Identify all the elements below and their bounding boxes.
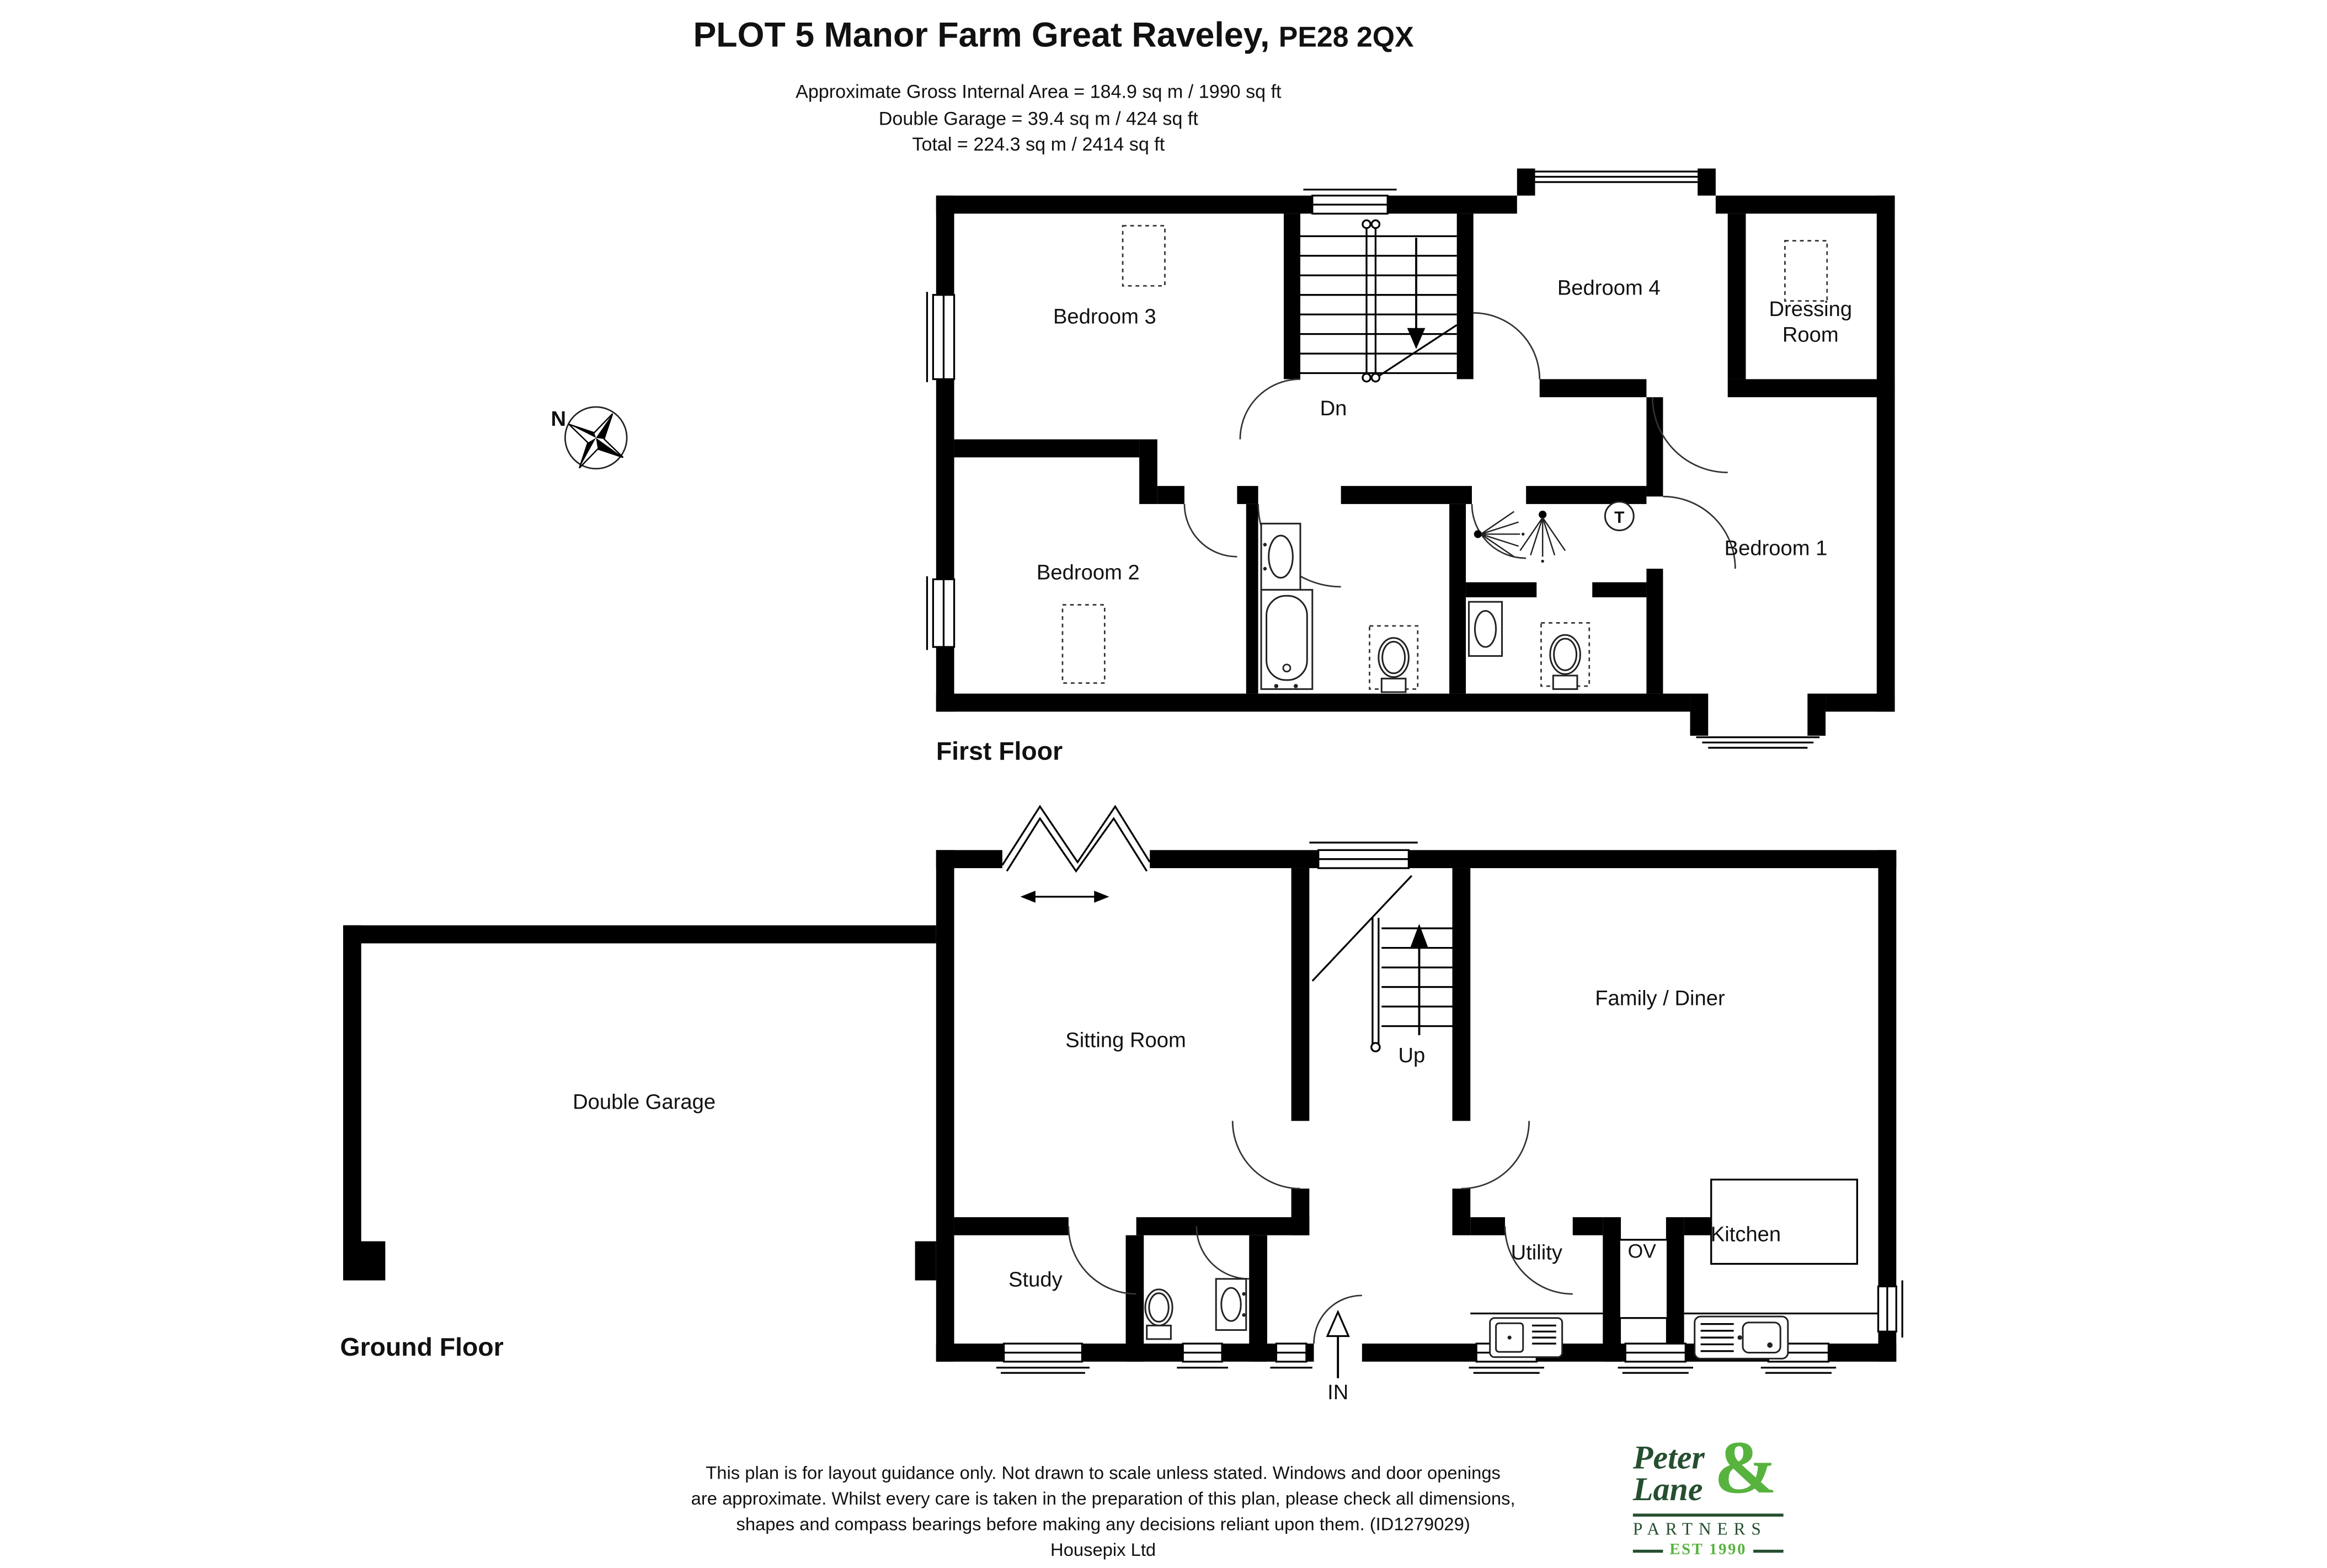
room-label-oven: OV: [1628, 1240, 1657, 1262]
ground-floor-section-label: Ground Floor: [340, 1333, 504, 1362]
logo-partners: PARTNERS: [1632, 1513, 1784, 1539]
kitchen-sink-icon: [1694, 1315, 1789, 1360]
window: [1877, 1280, 1903, 1338]
door-arc: [1504, 1226, 1573, 1295]
area-summary: Approximate Gross Internal Area = 184.9 …: [587, 80, 1490, 159]
stairs-down-label: Dn: [1320, 397, 1347, 420]
room-label-kitchen: Kitchen: [1711, 1223, 1781, 1246]
logo-rule-right: [1753, 1549, 1784, 1552]
counter-outline: [1710, 1179, 1858, 1265]
first-floor-windows: [926, 170, 1820, 749]
disclaimer-line-3: shapes and compass bearings before makin…: [736, 1513, 1470, 1535]
window: [1618, 1342, 1693, 1374]
first-floor-section-label: First Floor: [936, 737, 1063, 766]
room-label-dressing-2: Room: [1782, 323, 1839, 346]
logo-established: EST 1990: [1632, 1542, 1784, 1559]
logo-est-text: EST 1990: [1669, 1542, 1747, 1559]
room-label-bedroom-3: Bedroom 3: [1053, 305, 1156, 329]
area-line-garage: Double Garage = 39.4 sq m / 424 sq ft: [878, 108, 1198, 129]
stairs-down-arrow-icon: [1407, 328, 1426, 349]
room-label-study: Study: [1008, 1267, 1063, 1291]
door-arc: [1461, 1121, 1530, 1190]
first-floor-room-labels: Bedroom 3 Bedroom 4 Dressing Room Bedroo…: [1037, 276, 1852, 585]
door-arc: [1651, 397, 1728, 473]
compass-star-icon: [568, 413, 624, 469]
utility-sink-icon: [1489, 1317, 1563, 1358]
door-arc: [1195, 1226, 1250, 1280]
oven-recess: [1618, 1239, 1669, 1319]
room-label-dressing-1: Dressing: [1769, 297, 1852, 321]
north-label: N: [551, 407, 566, 431]
room-label-utility: Utility: [1511, 1240, 1563, 1264]
door-arc: [1068, 1226, 1136, 1295]
logo-ampersand-icon: &: [1714, 1425, 1777, 1510]
room-label-sitting: Sitting Room: [1065, 1029, 1186, 1052]
door-arc: [1231, 1121, 1300, 1190]
room-label-family: Family / Diner: [1595, 986, 1725, 1010]
ground-floor-fixtures: [1144, 1179, 1878, 1378]
door-arc: [1473, 312, 1541, 379]
room-label-garage: Double Garage: [573, 1090, 716, 1114]
entrance-label: IN: [1327, 1380, 1348, 1404]
sink-icon: [1260, 522, 1301, 591]
door-arc: [1183, 504, 1237, 558]
window: [1177, 1342, 1229, 1369]
disclaimer: This plan is for layout guidance only. N…: [629, 1461, 1577, 1564]
shower-icon: [1519, 510, 1566, 563]
window: [1270, 1342, 1312, 1369]
area-line-gross: Approximate Gross Internal Area = 184.9 …: [796, 81, 1282, 103]
toilet-icon: [1540, 622, 1591, 690]
room-label-bedroom-2: Bedroom 2: [1037, 560, 1140, 584]
compass-icon: N: [551, 406, 628, 470]
wardrobe-icon: [1061, 604, 1106, 684]
ground-floor-plan: Double Garage Sitting Room Family / Dine…: [343, 805, 1903, 1404]
wardrobe-icon: [1784, 240, 1828, 302]
bifold-door-icon: [1001, 805, 1151, 873]
window: [996, 1342, 1090, 1374]
ground-floor-room-labels: Double Garage Sitting Room Family / Dine…: [573, 986, 1781, 1404]
postcode: PE28 2QX: [1278, 22, 1414, 55]
ground-floor-doors: [1068, 1121, 1573, 1344]
svg-text:T: T: [1614, 509, 1624, 527]
page-header: PLOT 5 Manor Farm Great Raveley,PE28 2QX: [451, 15, 1655, 56]
toilet-icon: [1144, 1288, 1173, 1340]
shower-icon: [1474, 511, 1525, 558]
first-floor-fixtures: T: [1061, 224, 1828, 693]
ground-floor-windows: [996, 805, 1903, 1374]
front-door-arc: [1313, 1294, 1362, 1344]
logo-name-line1: Peter: [1632, 1438, 1705, 1476]
sink-icon: [1215, 1278, 1247, 1331]
door-arc: [1663, 495, 1736, 569]
first-floor-plan: T Bedroom 3 Bedroom 4 Dressing Room Bedr…: [926, 168, 1895, 749]
staircase-down: [1300, 219, 1458, 383]
room-label-bedroom-4: Bedroom 4: [1557, 276, 1661, 300]
entrance-arrow-icon: [1326, 1309, 1350, 1378]
staircase-up: [1311, 875, 1453, 1052]
disclaimer-line-2: are approximate. Whilst every care is ta…: [691, 1487, 1515, 1510]
page-title: PLOT 5 Manor Farm Great Raveley,: [693, 15, 1270, 55]
tank-circle: T: [1604, 501, 1635, 532]
agent-logo: Peter Lane & PARTNERS EST 1990: [1632, 1430, 1798, 1559]
ground-floor-walls: [343, 850, 1897, 1362]
bifold-range-arrow-icon: [1020, 890, 1109, 903]
area-line-total: Total = 224.3 sq m / 2414 sq ft: [912, 133, 1165, 155]
bath-icon: [1260, 588, 1314, 690]
door-arc: [1239, 378, 1300, 440]
first-floor-doors: [1183, 312, 1736, 588]
disclaimer-line-1: This plan is for layout guidance only. N…: [706, 1462, 1501, 1484]
wardrobe-icon: [1122, 224, 1166, 287]
sink-icon: [1468, 601, 1503, 657]
stairs-up-label: Up: [1398, 1043, 1425, 1067]
logo-name-line2: Lane: [1632, 1470, 1703, 1508]
logo-rule-left: [1632, 1549, 1664, 1552]
credit-line: Housepix Ltd: [1050, 1539, 1156, 1560]
toilet-icon: [1369, 625, 1419, 693]
door-arc: [1471, 504, 1527, 559]
stairs-up-arrow-icon: [1410, 923, 1428, 948]
room-label-bedroom-1: Bedroom 1: [1725, 537, 1828, 560]
